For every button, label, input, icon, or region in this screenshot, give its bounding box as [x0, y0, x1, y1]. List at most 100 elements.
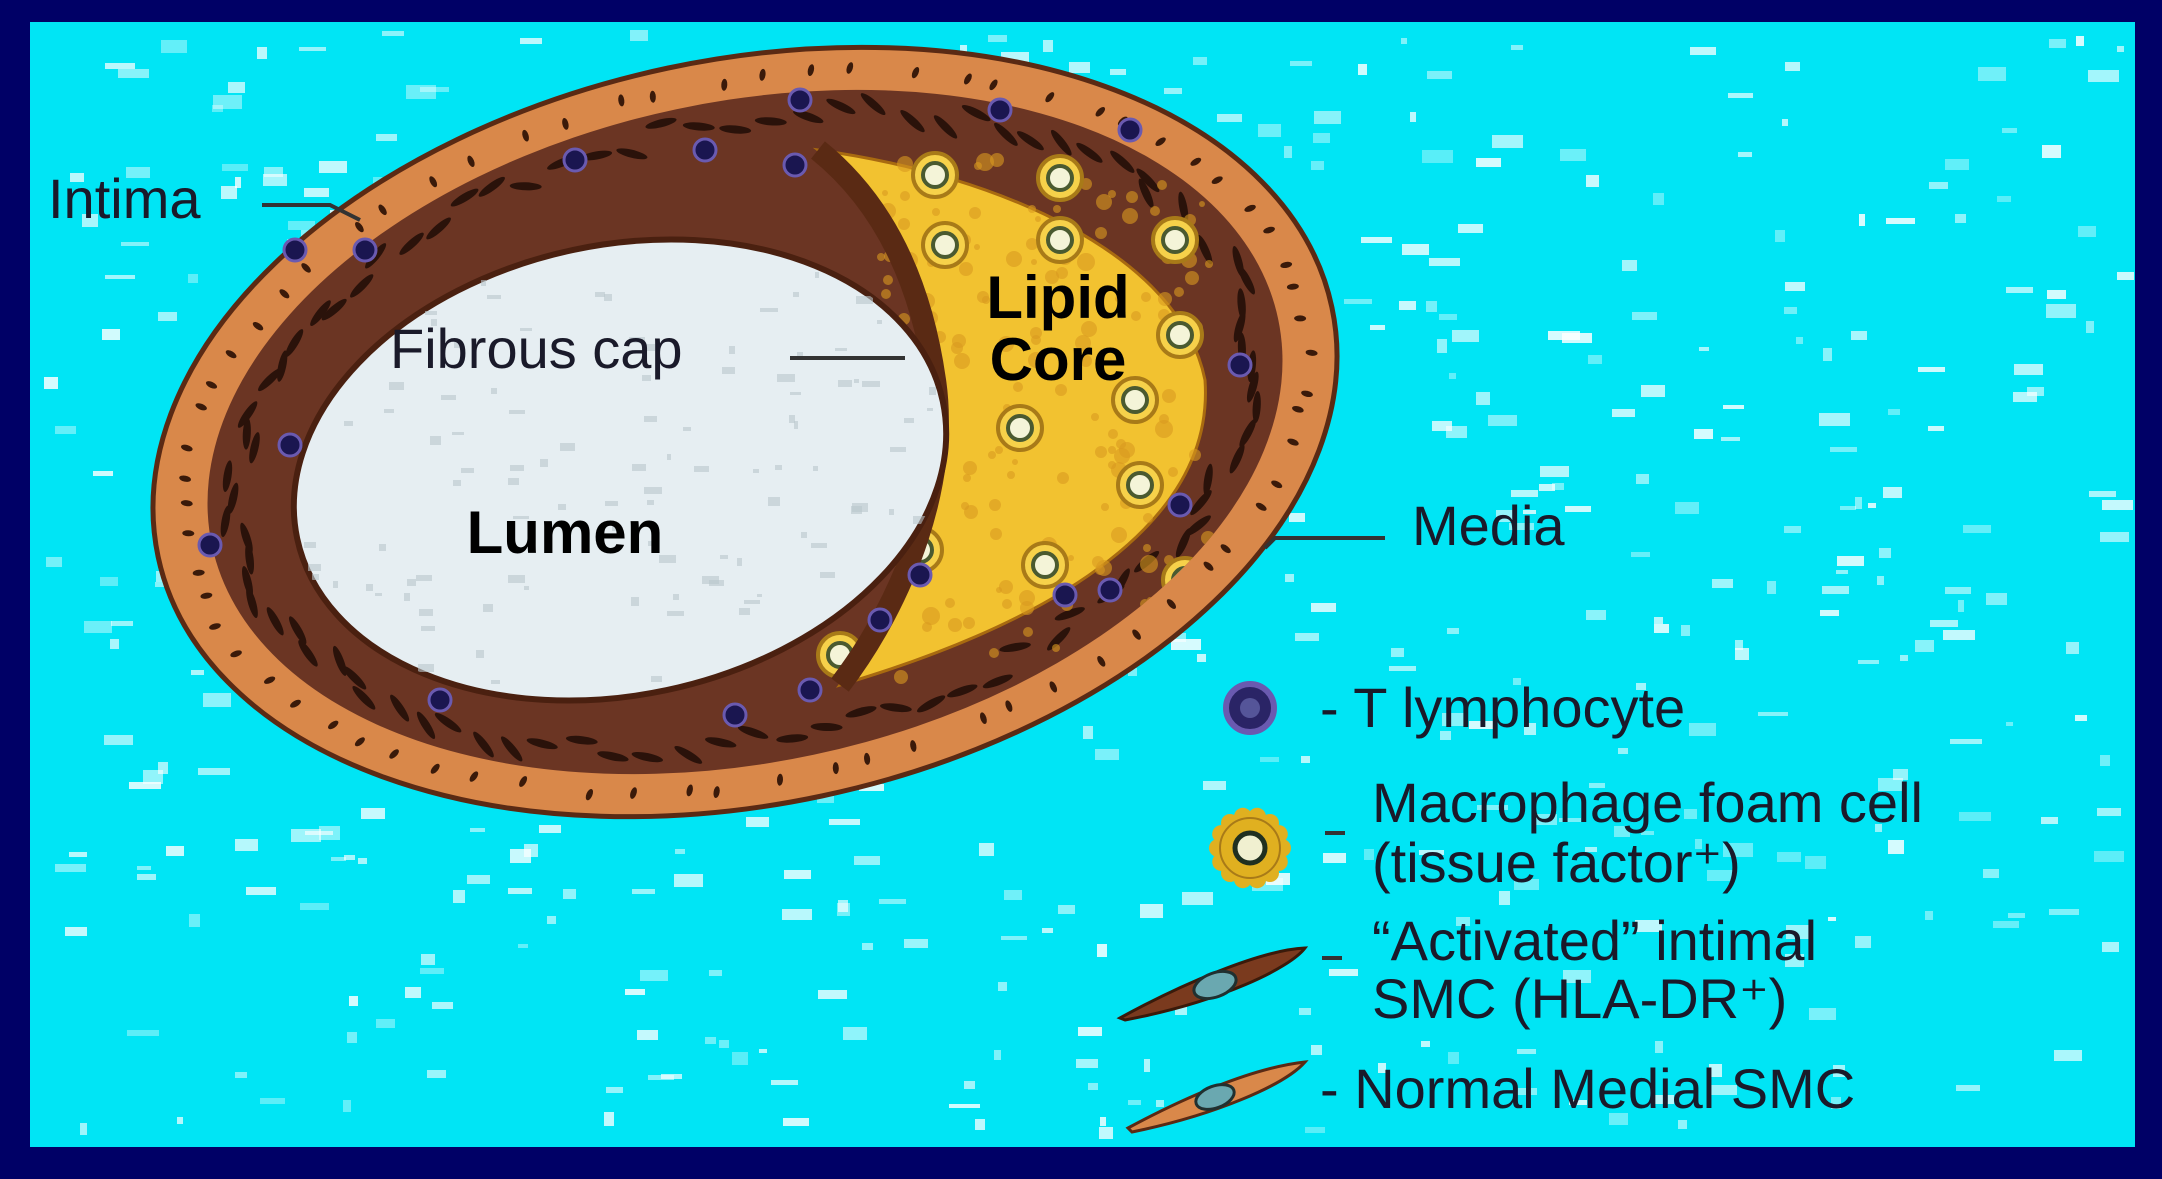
speckle-mark — [1822, 586, 1849, 594]
speckle-mark — [1540, 466, 1569, 477]
lumen-speckle-mark — [508, 575, 525, 583]
speckle-mark — [1290, 61, 1312, 66]
foam-cell — [998, 406, 1042, 450]
lumen-speckle-mark — [418, 664, 434, 672]
t-lymphocyte — [789, 89, 811, 111]
speckle-mark — [1855, 936, 1871, 948]
speckle-mark — [1618, 748, 1628, 754]
lumen-speckle-mark — [744, 600, 760, 604]
speckle-mark — [93, 471, 113, 476]
core-texture-dot — [988, 451, 996, 459]
lumen-speckle-mark — [683, 427, 691, 431]
speckle-mark — [1361, 237, 1392, 243]
speckle-mark — [1043, 40, 1053, 52]
speckle-mark — [467, 875, 490, 884]
lumen-speckle-mark — [820, 572, 835, 578]
speckle-mark — [470, 828, 485, 832]
lumen-speckle-mark — [407, 579, 416, 586]
speckle-mark — [1689, 723, 1716, 736]
speckle-mark — [1156, 1100, 1164, 1107]
speckle-mark — [1295, 633, 1319, 641]
lumen-speckle-mark — [560, 443, 575, 451]
speckle-mark — [376, 134, 397, 141]
speckle-mark — [2117, 46, 2124, 52]
speckle-mark — [719, 1040, 729, 1048]
speckle-mark — [143, 770, 163, 784]
speckle-mark — [1767, 581, 1776, 594]
core-texture-dot — [1057, 472, 1069, 484]
speckle-mark — [1344, 299, 1372, 304]
foam-cell — [1038, 218, 1082, 262]
lumen-speckle-mark — [425, 311, 437, 315]
speckle-mark — [1422, 150, 1453, 163]
core-texture-dot — [1162, 389, 1176, 403]
speckle-mark — [1447, 628, 1459, 634]
lumen-speckle-mark — [753, 469, 759, 473]
core-texture-dot — [1150, 206, 1160, 216]
core-texture-dot — [877, 253, 885, 261]
lumen-speckle-mark — [722, 367, 735, 374]
lumen-speckle-mark — [775, 465, 782, 470]
lumen-speckle-mark — [524, 586, 529, 590]
core-texture-dot — [1052, 644, 1060, 652]
core-texture-dot — [1101, 503, 1109, 511]
speckle-mark — [1284, 146, 1292, 158]
lumen-speckle-mark — [929, 387, 936, 395]
core-texture-dot — [1158, 292, 1172, 306]
lumen-speckle-mark — [333, 581, 338, 588]
lumen-speckle-mark — [856, 296, 873, 304]
core-texture-dot — [1108, 446, 1116, 454]
lumen-speckle-mark — [813, 466, 818, 471]
speckle-mark — [349, 996, 358, 1006]
core-texture-dot — [882, 190, 888, 196]
t-lymphocyte — [694, 139, 716, 161]
lumen-speckle-mark — [793, 292, 799, 297]
t-lymphocyte — [279, 434, 301, 456]
core-texture-dot — [1189, 449, 1201, 461]
lumen-speckle-mark — [739, 608, 750, 615]
speckle-mark — [2075, 715, 2087, 721]
speckle-mark — [1258, 124, 1281, 137]
lumen-speckle-mark — [709, 580, 724, 586]
speckle-mark — [1819, 413, 1850, 426]
speckle-mark — [347, 1032, 357, 1043]
speckle-mark — [1900, 655, 1908, 661]
speckle-mark — [1289, 513, 1305, 522]
lumen-speckle-mark — [366, 584, 373, 591]
speckle-mark — [405, 987, 421, 998]
foam-cell — [1038, 156, 1082, 200]
speckle-mark — [1925, 911, 1933, 920]
speckle-mark — [1929, 182, 1948, 189]
speckle-mark — [1313, 133, 1330, 143]
speckle-mark — [1858, 660, 1879, 664]
speckle-mark — [121, 242, 149, 246]
speckle-mark — [65, 927, 87, 936]
speckle-mark — [1004, 890, 1022, 900]
speckle-mark — [84, 621, 112, 633]
core-texture-dot — [897, 156, 913, 172]
t-lymphocyte — [989, 99, 1011, 121]
speckle-mark — [771, 1080, 798, 1085]
speckle-mark — [1069, 62, 1090, 73]
speckle-mark — [1694, 429, 1713, 439]
media-label: Media — [1412, 494, 1565, 557]
speckle-mark — [432, 1002, 453, 1009]
speckle-mark — [1203, 781, 1226, 790]
lumen-speckle-mark — [777, 374, 795, 382]
speckle-mark — [1997, 196, 2011, 202]
speckle-mark — [1548, 331, 1580, 340]
speckle-mark — [1099, 1127, 1113, 1139]
speckle-mark — [1723, 405, 1744, 409]
speckle-mark — [1586, 610, 1606, 620]
speckle-mark — [2100, 755, 2110, 766]
core-texture-dot — [974, 244, 980, 250]
lumen-speckle-mark — [760, 308, 778, 312]
core-texture-dot — [963, 461, 977, 475]
speckle-mark — [1427, 71, 1452, 79]
speckle-mark — [111, 621, 133, 626]
speckle-mark — [1391, 648, 1404, 657]
speckle-mark — [1402, 244, 1429, 255]
legend-normal-smc-label: - Normal Medial SMC — [1320, 1057, 1855, 1120]
speckle-mark — [1805, 856, 1826, 869]
speckle-mark — [1690, 47, 1716, 55]
